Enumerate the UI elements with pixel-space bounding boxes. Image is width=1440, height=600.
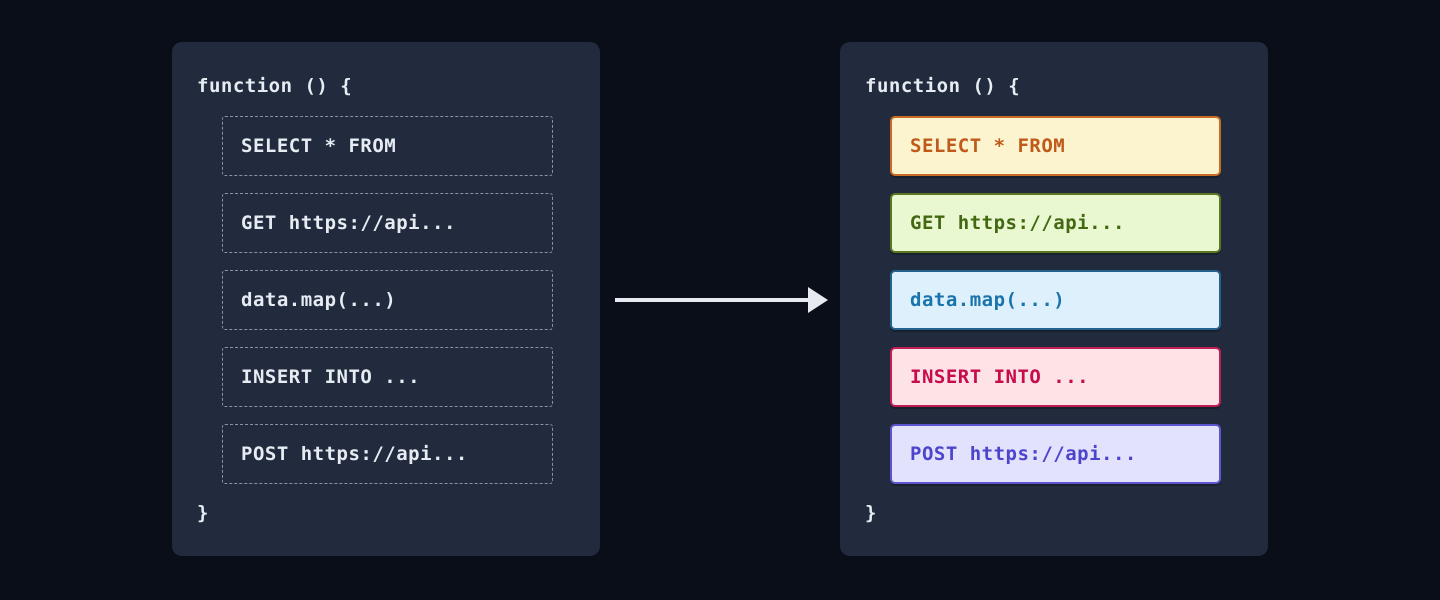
stmt-data-map-highlighted: data.map(...) — [890, 270, 1221, 330]
stmt-select-from-highlighted: SELECT * FROM — [890, 116, 1221, 176]
code-panel-plain: function () { SELECT * FROM GET https://… — [172, 42, 600, 556]
function-open-line: function () { — [197, 75, 353, 97]
arrow-shaft — [615, 298, 811, 302]
stmt-insert-into-highlighted: INSERT INTO ... — [890, 347, 1221, 407]
stmt-get-api-plain: GET https://api... — [222, 193, 553, 253]
stmt-data-map-plain: data.map(...) — [222, 270, 553, 330]
stmt-post-api-highlighted: POST https://api... — [890, 424, 1221, 484]
stmt-get-api-highlighted: GET https://api... — [890, 193, 1221, 253]
transform-arrow — [615, 287, 828, 313]
function-open-line: function () { — [865, 75, 1021, 97]
function-close-line: } — [865, 502, 877, 524]
statement-list-highlighted: SELECT * FROM GET https://api... data.ma… — [890, 116, 1221, 484]
arrow-head-icon — [808, 287, 828, 313]
function-close-line: } — [197, 502, 209, 524]
stmt-select-from-plain: SELECT * FROM — [222, 116, 553, 176]
stmt-insert-into-plain: INSERT INTO ... — [222, 347, 553, 407]
code-panel-highlighted: function () { SELECT * FROM GET https://… — [840, 42, 1268, 556]
stmt-post-api-plain: POST https://api... — [222, 424, 553, 484]
statement-list-plain: SELECT * FROM GET https://api... data.ma… — [222, 116, 553, 484]
